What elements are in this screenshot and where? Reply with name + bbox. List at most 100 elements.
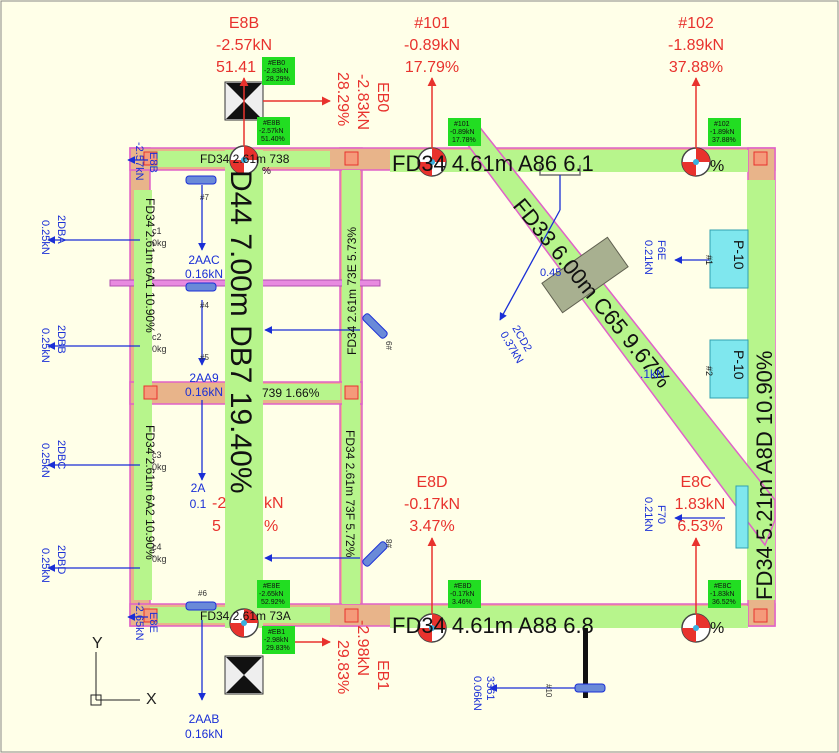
tag-e8c-l2: 36.52% [712,599,736,606]
plate-1-id: #1 [704,255,714,265]
load-2dbd-force: 0.25kN [39,548,51,583]
reaction-102-force: -1.89kN [668,37,724,54]
pt-c3: c3 [152,450,162,460]
hook-tags: #7 #4 #5 #6 #9 #8 [198,193,394,598]
load-f6e-id: F6E [655,240,667,260]
hook-tag-4: #4 [200,301,209,310]
tag-102-l1: -1.89kN [710,129,735,136]
reaction-101-id: #101 [414,15,450,32]
reaction-101-pct: 17.79% [405,59,459,76]
label-right-vertical: FD34 5.21m A8D 10.90% [752,351,777,600]
load-2dbb-force: 0.25kN [39,328,51,363]
tag-e8e-l2: 52.92% [261,599,285,606]
reaction-eb0-force: -2.83kN [354,74,371,130]
edge-e8e-force: -2.65kN [133,602,145,641]
tag-e8c-name: #E8C [714,583,732,590]
tag-e8e: #E8E -2.65kN 52.92% [257,580,290,608]
top-reaction-labels: E8B -2.57kN 51.41 #101 -0.89kN 17.79% #1… [216,15,725,535]
tag-102: #102 -1.89kN 37.88% [708,118,741,146]
load-2dbc-force: 0.25kN [39,443,51,478]
member-bottom-right [390,606,748,628]
load-2dbd-id: 2DBD [55,545,67,574]
label-mid-bottom: FD34 2.61m 73F 5.72% [343,430,357,558]
label-top-left-pct: % [262,166,271,177]
load-f70-id: F70 [655,505,667,524]
pt-c1: c1 [152,226,162,236]
member-cross [255,384,340,400]
tag-e8e-name: #E8E [263,583,280,590]
plate-2-label: P-10 [731,350,747,380]
reaction-eb1-id: EB1 [374,660,391,690]
diag-clamp [541,236,629,314]
hanger-post [583,628,588,698]
pt-c2v: 0kg [152,344,167,354]
partial-r2: kN [264,495,284,512]
label-main-vertical: D44 7.00m DB7 19.40% [224,170,257,494]
point-small-labels: c1 0kg c2 0kg c3 0kg c4 0kg [152,226,167,564]
tag-e8e-l1: -2.65kN [259,591,284,598]
edge-e8b: E8B [147,152,159,173]
reaction-e8c-pct: 6.53% [677,518,722,535]
reaction-e8d-pct: 3.47% [409,518,454,535]
bottom-load-force: 0.06kN [471,676,483,711]
inner-load-labels: 2AAC 0.16kN 2AA9 0.16kN 2A 0.1 2AAB 0.16… [185,253,223,741]
reaction-eb0-id: EB0 [374,82,391,112]
tag-eb0-l1: -2.83kN [264,68,289,75]
load-f70-force: 0.21kN [642,497,654,532]
edge-e8b-force: -2.57kN [133,142,145,181]
hook-symbols [185,175,606,693]
load-2aa9-id: 2AA9 [189,371,219,385]
label-top-left-beam: FD34 2.61m 738 [200,152,290,166]
label-top-beam: FD34 4.61m A86 6.1 [392,151,594,176]
plate-2-id: #2 [704,366,714,376]
reaction-eb1-pct: 29.83% [334,640,351,694]
tag-101-l2: 17.78% [452,137,476,144]
tag-e8c-l1: -1.83kN [710,591,735,598]
right-load-labels: F6E 0.21kN F70 0.21kN [642,240,667,532]
tag-101-name: #101 [454,121,470,128]
tag-e8d: #E8D -0.17kN 3.46% [448,580,481,608]
reaction-e8c-id: E8C [680,474,711,491]
load-2dbc-id: 2DBC [55,440,67,469]
label-left-bottom: FD34 2.61m 6A2 10.90% [143,425,157,560]
load-2aac-id: 2AAC [188,253,220,267]
label-diagonal: FD33 6.00m C65 9.67% [508,193,676,392]
reaction-e8d-force: -0.17kN [404,496,460,513]
partial-r5: .1kN [640,367,665,381]
load-2dba-force: 0.25kN [39,220,51,255]
left-load-labels: 2DBA 0.25kN 2DBB 0.25kN 2DBC 0.25kN 2DBD… [39,215,67,583]
reaction-e8b-pct: 51.41 [216,59,256,76]
tag-e8b-name: #E8B [263,120,280,127]
bottom-load-id: 3361 [484,676,496,700]
tag-102-l2: 37.88% [712,137,736,144]
plate-1 [709,229,749,289]
bottom-load-tag: #10 [544,684,553,698]
members [134,124,776,628]
load-arrows [47,156,725,701]
load-2dba-id: 2DBA [55,215,67,244]
hoist-bottom [224,655,264,695]
label-bottom-beam: FD34 4.61m A88 6.8 [392,613,594,638]
pt-c1v: 0kg [152,238,167,248]
axis-y-label: Y [92,635,103,652]
hook-tag-6: #6 [198,589,207,598]
partial-r1: -2 [212,495,226,512]
hook-tag-5: #5 [200,353,209,362]
partial-labels: -2 kN 5 % .1kN [212,367,665,535]
pt-c3v: 0kg [152,462,167,472]
tag-eb1-l2: 29.83% [266,645,290,652]
load-2aa9-force: 0.16kN [185,385,223,399]
pt-c4: c4 [152,542,162,552]
side-reaction-labels: EB0 -2.83kN 28.29% EB1 -2.98kN 29.83% [334,72,391,694]
load-2a-id: 2A [191,481,206,495]
axis-x-label: X [146,691,157,708]
label-bottom-left-beam: FD34 2.61m 73A [200,609,291,623]
plate-stack [709,229,749,549]
reaction-e8b-force: -2.57kN [216,37,272,54]
load-2aab-id: 2AAB [189,712,220,726]
plate-1-label: P-10 [731,240,747,270]
motor-points [229,145,711,643]
label-left-top: FD34 2.61m 6A1 10.90% [143,198,157,333]
partial-r3: 5 [212,518,221,535]
